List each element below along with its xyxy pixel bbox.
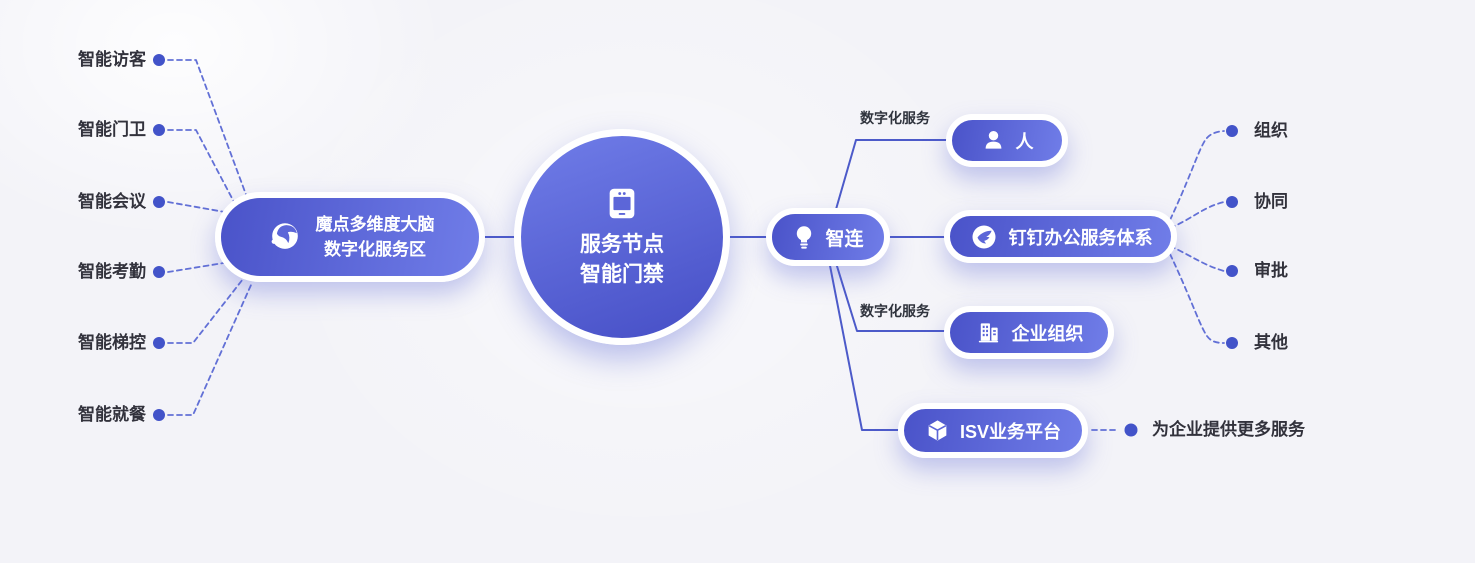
building-icon	[978, 323, 998, 343]
dashed-connector	[1169, 201, 1225, 229]
person-node: 人	[946, 114, 1068, 167]
dashed-connector	[167, 278, 244, 344]
node-dot	[153, 196, 165, 208]
left-leaf-label-dining: 智能就餐	[78, 405, 146, 424]
person-icon	[985, 130, 1001, 149]
hub-title-line1: 魔点多维度大脑	[315, 215, 435, 234]
center-node-service-point: 服务节点 智能门禁	[514, 129, 730, 345]
lightbulb-icon	[797, 226, 812, 249]
right-leaf-label-others: 其他	[1254, 333, 1288, 352]
node-dot	[153, 266, 165, 278]
person-label: 人	[1015, 131, 1034, 152]
dingtalk-label: 钉钉办公服务体系	[1008, 227, 1153, 248]
dashed-connector	[167, 284, 252, 416]
left-leaf-label-elevator: 智能梯控	[78, 333, 146, 352]
node-dot	[153, 337, 165, 349]
org-node: 企业组织	[944, 306, 1114, 359]
dingtalk-icon	[972, 225, 995, 248]
hub-node-modian-brain: 魔点多维度大脑 数字化服务区	[215, 192, 485, 282]
edge-label-digital-service-bottom: 数字化服务	[860, 303, 930, 319]
node-dot	[1226, 265, 1238, 277]
center-title-line2: 智能门禁	[580, 262, 664, 286]
isv-node: ISV业务平台	[898, 403, 1088, 458]
node-dot	[1226, 337, 1238, 349]
node-dot	[153, 409, 165, 421]
headset-icon	[271, 223, 298, 249]
zhilian-node: 智连	[766, 208, 890, 266]
connector-dots	[153, 54, 1238, 437]
isv-label: ISV业务平台	[959, 421, 1061, 442]
access-terminal-icon	[609, 188, 635, 218]
zhilian-to-isv-connector	[824, 239, 918, 431]
left-leaf-label-visitor: 智能访客	[78, 50, 146, 69]
node-dot	[1226, 125, 1238, 137]
right-leaf-label-collaboration: 协同	[1254, 192, 1288, 211]
dingtalk-node: 钉钉办公服务体系	[944, 210, 1177, 263]
dashed-connector	[1169, 245, 1225, 272]
left-leaf-label-meeting: 智能会议	[78, 192, 146, 211]
dashed-connector	[167, 129, 235, 203]
zhilian-to-org-connector	[827, 236, 965, 332]
right-leaf-label-approval: 审批	[1254, 261, 1288, 280]
left-leaf-label-attend: 智能考勤	[78, 262, 146, 281]
zhilian-label: 智连	[825, 228, 864, 250]
org-label: 企业组织	[1011, 323, 1084, 344]
left-leaf-label-guard: 智能门卫	[78, 120, 146, 139]
dashed-connector	[1169, 130, 1225, 221]
edge-label-digital-service-top: 数字化服务	[860, 110, 930, 126]
node-dot	[1226, 196, 1238, 208]
isv-note-label: 为企业提供更多服务	[1152, 420, 1305, 439]
right-leaf-label-organization: 组织	[1254, 121, 1288, 140]
node-dot	[1124, 423, 1138, 437]
center-title-line1: 服务节点	[580, 232, 664, 256]
node-dot	[153, 124, 165, 136]
dingtalk-dashed-connectors	[1169, 130, 1225, 344]
cube-icon	[928, 420, 947, 441]
zhilian-to-person-connector	[827, 139, 965, 238]
node-dot	[153, 54, 165, 66]
dashed-connector	[1169, 253, 1225, 344]
dashed-connector	[167, 59, 249, 201]
hub-title-line2: 数字化服务区	[324, 240, 426, 259]
